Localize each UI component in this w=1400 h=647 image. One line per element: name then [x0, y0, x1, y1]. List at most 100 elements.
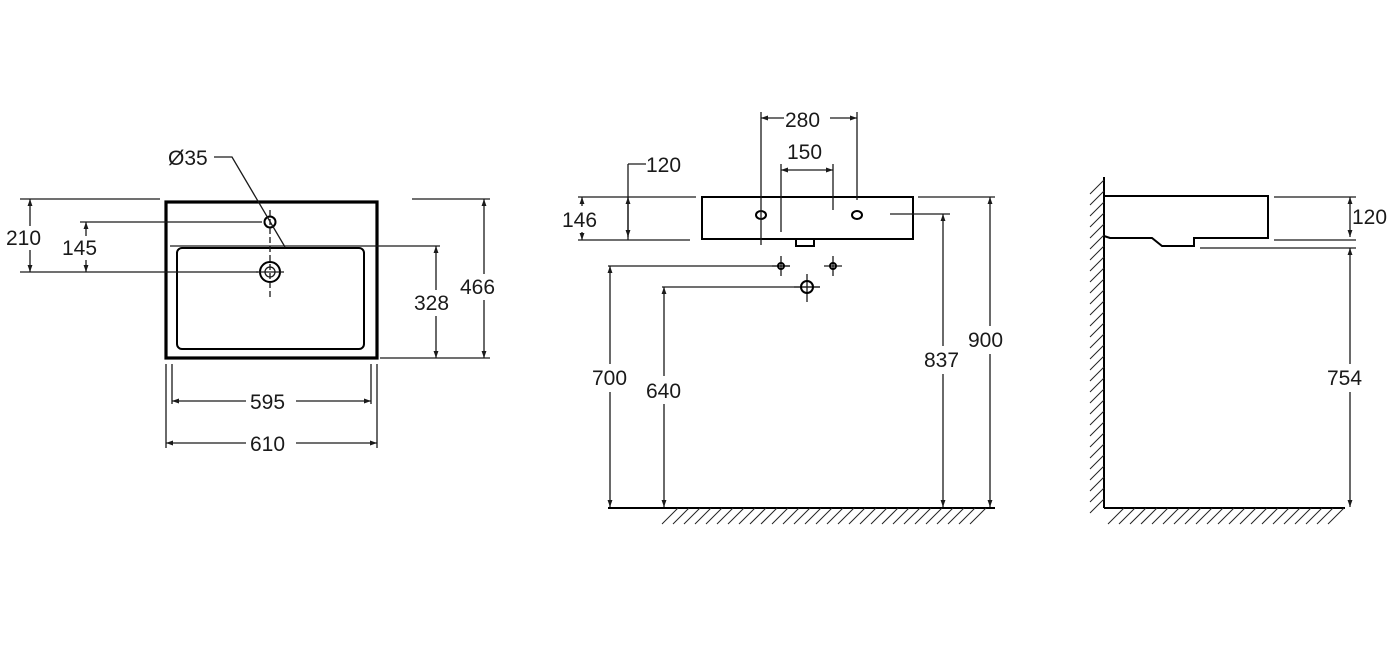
dim-146: 146 [562, 209, 597, 232]
hatch-line [947, 507, 965, 525]
hatch-line [1228, 507, 1246, 525]
hatch-line [958, 507, 976, 525]
hatch-line [1129, 507, 1147, 525]
dim-210: 210 [6, 227, 41, 250]
hatch-line [1151, 507, 1169, 525]
dim-150: 150 [787, 141, 822, 164]
hatch-line [1089, 201, 1105, 217]
hatch-line [716, 507, 734, 525]
hatch-line [1195, 507, 1213, 525]
dim-640: 640 [646, 380, 681, 403]
hatch-line [1089, 289, 1105, 305]
hatch-line [1261, 507, 1279, 525]
front-view: 280 150 120 146 700 640 837 900 [560, 104, 1010, 525]
dim-610: 610 [250, 433, 285, 456]
hatch-line [1305, 507, 1323, 525]
hatch-line [925, 507, 943, 525]
hatch-line [1283, 507, 1301, 525]
dim-837: 837 [924, 349, 959, 372]
hatch-line [1089, 454, 1105, 470]
hatch-line [1089, 410, 1105, 426]
dim-120-side: 120 [1352, 206, 1387, 229]
dim-754: 754 [1327, 367, 1362, 390]
hatch-line [1118, 507, 1136, 525]
hatch-line [837, 507, 855, 525]
hatch-line [1217, 507, 1235, 525]
hatch-line [1089, 476, 1105, 492]
hatch-line [815, 507, 833, 525]
hatch-line [1107, 507, 1125, 525]
hatch-line [1089, 190, 1105, 206]
dim-120-front: 120 [646, 154, 681, 177]
hatch-line [1089, 234, 1105, 250]
dim-900: 900 [968, 329, 1003, 352]
hatch-line [760, 507, 778, 525]
dim-hole-diameter: Ø35 [168, 147, 208, 170]
hatch-line [826, 507, 844, 525]
hatch-line [738, 507, 756, 525]
hatch-line [771, 507, 789, 525]
basin-outline-top [164, 200, 379, 360]
hatch-line [1089, 322, 1105, 338]
hatch-line [1089, 223, 1105, 239]
hatch-line [782, 507, 800, 525]
hatch-line [1089, 179, 1105, 195]
hatch-line [903, 507, 921, 525]
top-view: Ø35 210 145 328 466 595 610 [6, 147, 504, 456]
hatch-line [969, 507, 987, 525]
hatch-line [705, 507, 723, 525]
bowl-outline-top [176, 247, 365, 350]
hatch-line [1089, 333, 1105, 349]
hatch-line [1089, 399, 1105, 415]
hatch-line [1089, 300, 1105, 316]
hatch-line [1089, 388, 1105, 404]
hatch-line [672, 507, 690, 525]
hatch-line [749, 507, 767, 525]
hatch-line [804, 507, 822, 525]
hatch-line [859, 507, 877, 525]
basin-profile-side [1103, 195, 1269, 247]
hatch-line [1089, 278, 1105, 294]
hatch-line [683, 507, 701, 525]
hatch-line [727, 507, 745, 525]
hatch-line [1272, 507, 1290, 525]
hatch-line [1089, 432, 1105, 448]
hatch-line [1089, 377, 1105, 393]
side-view: 120 754 [1089, 177, 1387, 525]
hatch-line [1089, 344, 1105, 360]
hatch-line [793, 507, 811, 525]
dim-466: 466 [460, 276, 495, 299]
hatch-line [870, 507, 888, 525]
hatch-line [936, 507, 954, 525]
hatch-line [1140, 507, 1158, 525]
hatch-line [1089, 465, 1105, 481]
floor-hatch-front [661, 507, 987, 525]
hatch-line [1089, 256, 1105, 272]
dim-595: 595 [250, 391, 285, 414]
hatch-line [1239, 507, 1257, 525]
connection-left [772, 256, 790, 276]
hatch-line [1089, 245, 1105, 261]
hatch-line [892, 507, 910, 525]
hatch-line [1089, 366, 1105, 382]
hatch-line [1089, 443, 1105, 459]
tap-hole [263, 215, 277, 229]
hatch-line [914, 507, 932, 525]
hatch-line [1089, 212, 1105, 228]
hatch-line [1089, 487, 1105, 503]
hatch-line [694, 507, 712, 525]
dim-280: 280 [785, 109, 820, 132]
hatch-line [1294, 507, 1312, 525]
wall-hatch [1089, 179, 1105, 514]
hatch-line [848, 507, 866, 525]
hatch-line [1184, 507, 1202, 525]
dim-700: 700 [592, 367, 627, 390]
dim-145: 145 [62, 237, 97, 260]
hatch-line [1327, 507, 1345, 525]
hatch-line [1089, 421, 1105, 437]
hatch-line [1089, 311, 1105, 327]
floor-hatch-side [1107, 507, 1345, 525]
hatch-line [1206, 507, 1224, 525]
waste-connection [794, 274, 820, 302]
